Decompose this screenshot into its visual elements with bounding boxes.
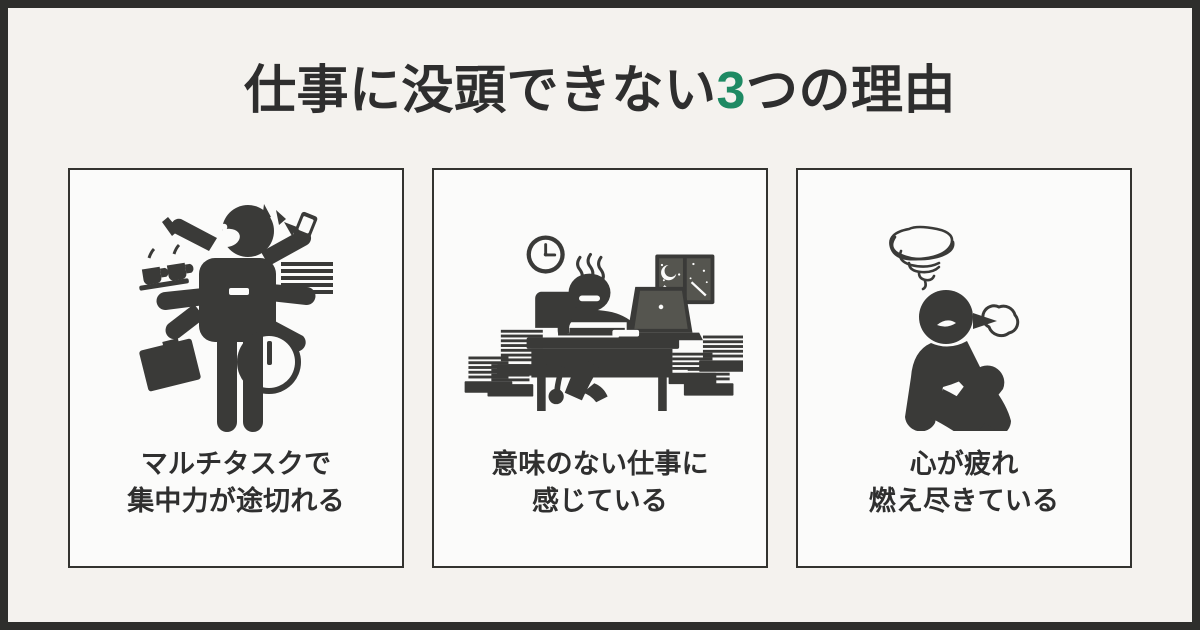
page-title-text-before: 仕事に没頭できない xyxy=(244,62,717,120)
reason-card-list: マルチタスクで 集中力が途切れる xyxy=(68,168,1132,568)
poster-canvas: 仕事に没頭できない3つの理由 xyxy=(8,8,1192,622)
reason-card-3[interactable]: 心が疲れ 燃え尽きている xyxy=(796,168,1132,568)
reason-card-3-caption: 心が疲れ 燃え尽きている xyxy=(868,449,1060,517)
page-title: 仕事に没頭できない3つの理由 xyxy=(8,60,1192,122)
reason-card-2[interactable]: 意味のない仕事に 感じている xyxy=(432,168,768,568)
reason-card-1[interactable]: マルチタスクで 集中力が途切れる xyxy=(68,168,404,568)
desk-overwork-illustration xyxy=(450,192,750,440)
reason-card-1-caption: マルチタスクで 集中力が途切れる xyxy=(127,449,345,517)
burnout-person-illustration xyxy=(814,192,1114,440)
page-title-text-after: つの理由 xyxy=(745,62,956,120)
page-title-accent-number: 3 xyxy=(716,62,746,120)
multitasking-person-illustration xyxy=(86,192,386,440)
reason-card-2-caption: 意味のない仕事に 感じている xyxy=(491,449,709,517)
